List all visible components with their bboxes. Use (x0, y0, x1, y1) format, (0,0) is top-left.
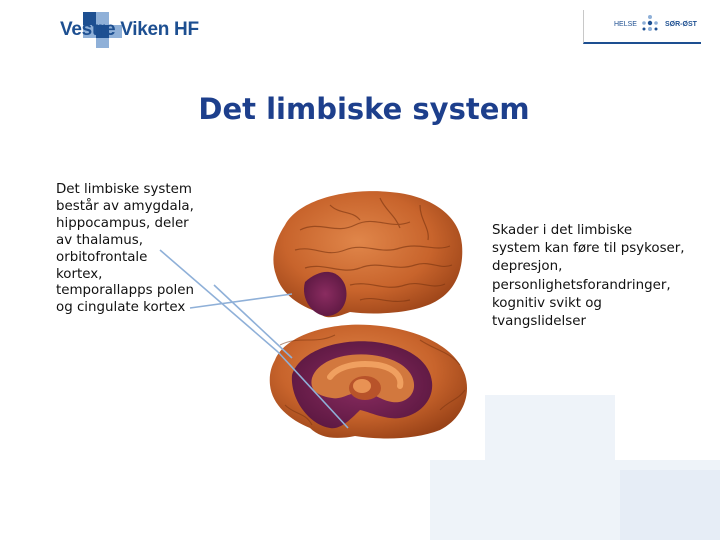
pointer-line-temporal-pole (190, 294, 292, 308)
brain-lateral-view (273, 191, 462, 317)
pointer-line-thalamus (160, 250, 278, 352)
brain-medial-view (270, 325, 467, 439)
